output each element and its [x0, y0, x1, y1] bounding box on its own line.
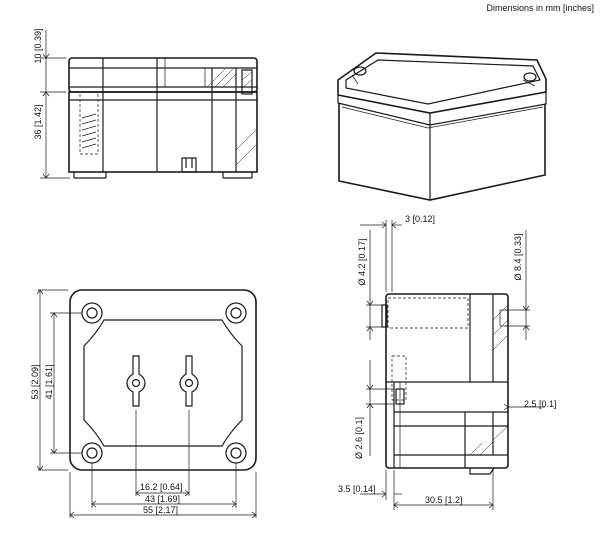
hole-spacing-label: 43 [1.69] — [145, 494, 180, 504]
top-view-dimensions: 53 [2.09] 41 [1.61] 16.2 [0.64] 43 [1.69… — [30, 289, 257, 519]
lid-height-label: 10 [0.39] — [33, 28, 43, 63]
front-view-dimensions: 10 [0.39] 36 [1.42] — [33, 28, 70, 179]
bottom-offset-label: 3.5 [0.14] — [338, 484, 376, 494]
large-diameter-label: Ø 8.4 [0.33] — [513, 233, 523, 280]
units-note: Dimensions in mm [inches] — [486, 3, 594, 13]
inner-height-label: 41 [1.61] — [44, 364, 54, 399]
outer-width-label: 55 [2.17] — [143, 505, 178, 515]
body-height-label: 36 [1.42] — [33, 104, 43, 139]
outer-height-label: 53 [2.09] — [30, 364, 40, 399]
pin-diameter-label: Ø 2.6 [0.1] — [354, 417, 364, 459]
top-view — [69, 289, 257, 471]
side-view — [381, 293, 509, 475]
step-label: 2.5 [0.1] — [524, 399, 557, 409]
small-diameter-label: Ø 4.2 [0.17] — [357, 238, 367, 285]
slot-spacing-label: 16.2 [0.64] — [140, 482, 183, 492]
wall-offset-label: 3 [0.12] — [405, 214, 435, 224]
isometric-view — [337, 52, 547, 201]
side-view-dimensions: 3 [0.12] Ø 4.2 [0.17] Ø 8.4 [0.33] Ø 2.6… — [338, 214, 557, 510]
front-view — [68, 57, 258, 179]
side-depth-label: 30.5 [1.2] — [425, 495, 463, 505]
